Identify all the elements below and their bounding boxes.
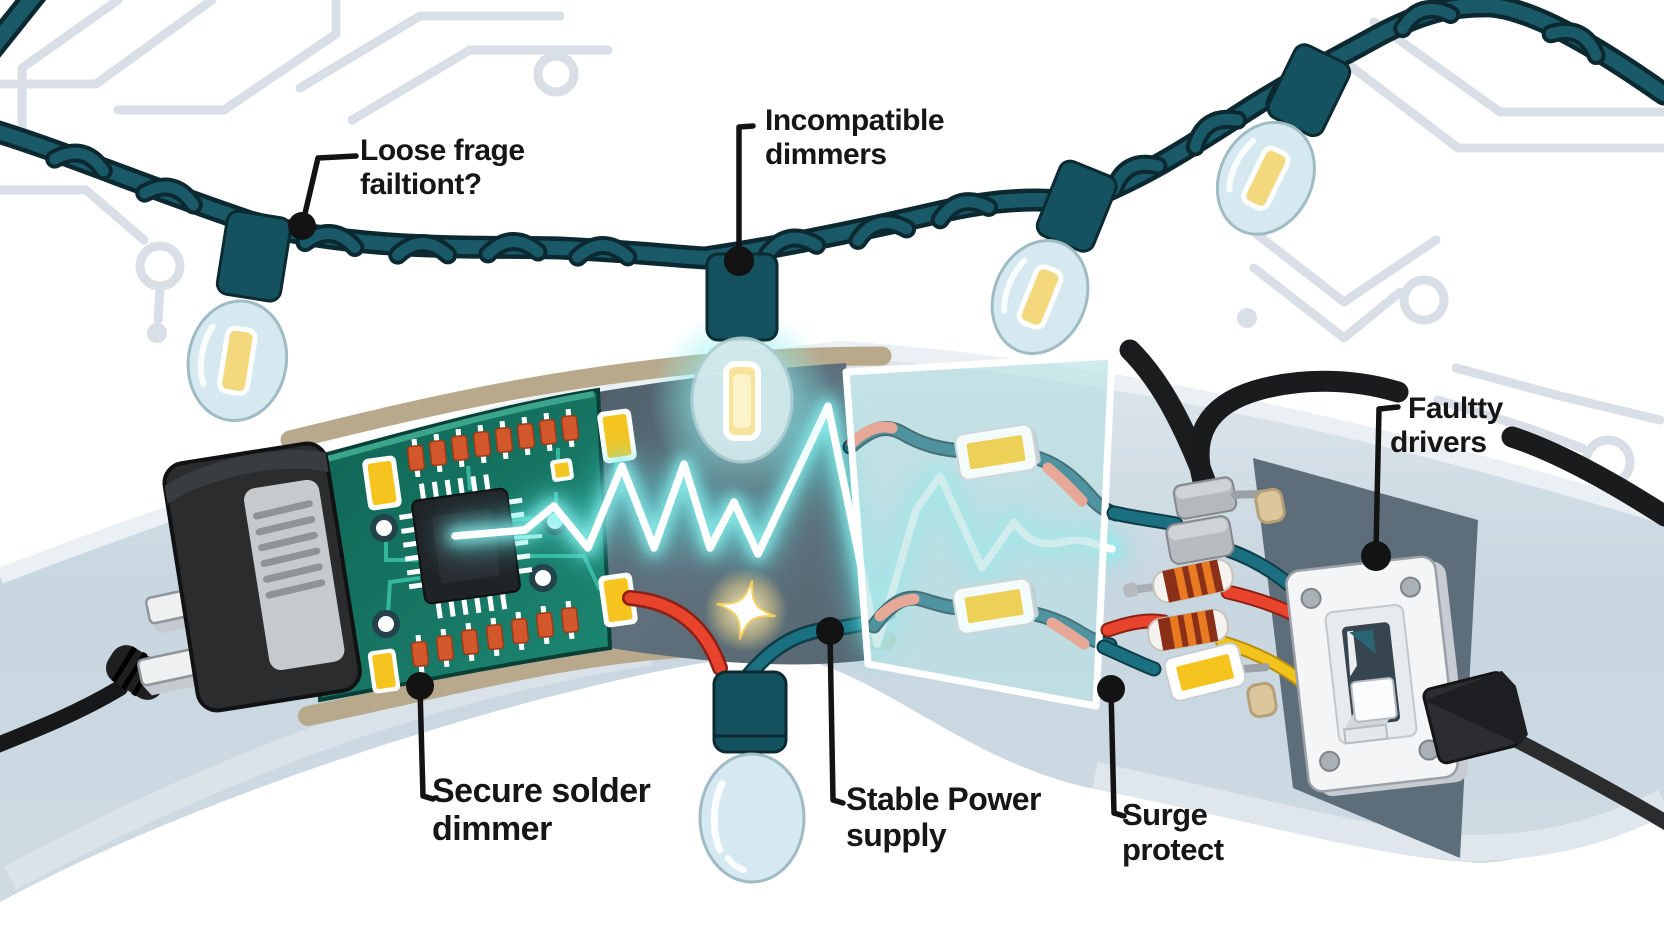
callout-label-loose-connection: Loose frage failtiont? — [360, 134, 525, 201]
callout-line-surge — [1108, 687, 1127, 819]
callout-text: Secure solder — [432, 772, 651, 810]
callout-line-solder — [417, 685, 436, 802]
connector-icon — [1172, 476, 1268, 520]
callout-label-incompatible-dimmers: Incompatible dimmers — [765, 104, 945, 171]
power-adapter-icon — [0, 441, 362, 753]
terminal-icon — [1254, 487, 1286, 525]
callout-text: Incompatible — [765, 104, 945, 137]
light-bulb-icon — [650, 252, 834, 492]
resistor-icon — [1147, 608, 1229, 652]
callout-label-stable-power: Stable Power supply — [846, 781, 1041, 854]
light-bulb-icon — [186, 209, 293, 423]
wall-switch-icon — [1285, 555, 1469, 797]
callout-text: dimmers — [765, 137, 887, 171]
string-lights-icon — [0, 0, 1664, 884]
callout-line-loose — [300, 153, 359, 225]
led-module-icon — [1163, 642, 1270, 702]
callout-dot-loose — [288, 212, 316, 240]
light-bulb-icon — [698, 670, 806, 884]
callout-text: Stable Power — [846, 781, 1041, 817]
resistor-icon — [1122, 558, 1234, 604]
callout-label-surge-protect: Surge protect — [1122, 797, 1224, 867]
callout-lines — [300, 123, 1401, 819]
toggle-handle — [1342, 677, 1398, 745]
plug-connector-icon — [1422, 670, 1664, 830]
callout-line-dimmers — [736, 123, 756, 258]
led-module-icon — [952, 577, 1039, 635]
callout-text: Faultty — [1408, 392, 1503, 425]
callout-dot-dimmers — [724, 246, 754, 276]
led-module-icon — [954, 423, 1041, 481]
callout-label-faulty-drivers: Faultty drivers — [1390, 392, 1503, 459]
callout-text: failtiont? — [360, 167, 482, 201]
terminal-icon — [1246, 681, 1278, 719]
callout-text: protect — [1122, 831, 1224, 867]
callout-dot-faulty — [1361, 541, 1391, 571]
callout-label-secure-solder: Secure solder dimmer — [432, 772, 651, 849]
sparkle-icon — [704, 568, 788, 652]
callout-dot-surge — [1097, 675, 1125, 703]
light-bulb-icon — [990, 159, 1118, 355]
circuit-trace-pattern — [0, 0, 1664, 489]
callout-text: dimmer — [432, 810, 552, 849]
connector-icon — [1165, 515, 1235, 565]
callout-line-faulty — [1373, 404, 1401, 553]
surge-protector-panel-icon — [842, 352, 1124, 710]
callout-line-stable — [827, 630, 846, 806]
smd-resistors — [406, 408, 580, 674]
callout-dot-solder — [406, 672, 434, 700]
light-bulb-icon — [1215, 43, 1352, 236]
callout-dots — [288, 212, 1391, 703]
callout-text: drivers — [1390, 425, 1487, 459]
callout-text: Loose frage — [360, 134, 525, 167]
solder-pads — [362, 408, 638, 694]
callout-text: supply — [846, 816, 947, 853]
callout-dot-stable — [816, 617, 844, 645]
callout-text: Surge — [1122, 797, 1208, 832]
